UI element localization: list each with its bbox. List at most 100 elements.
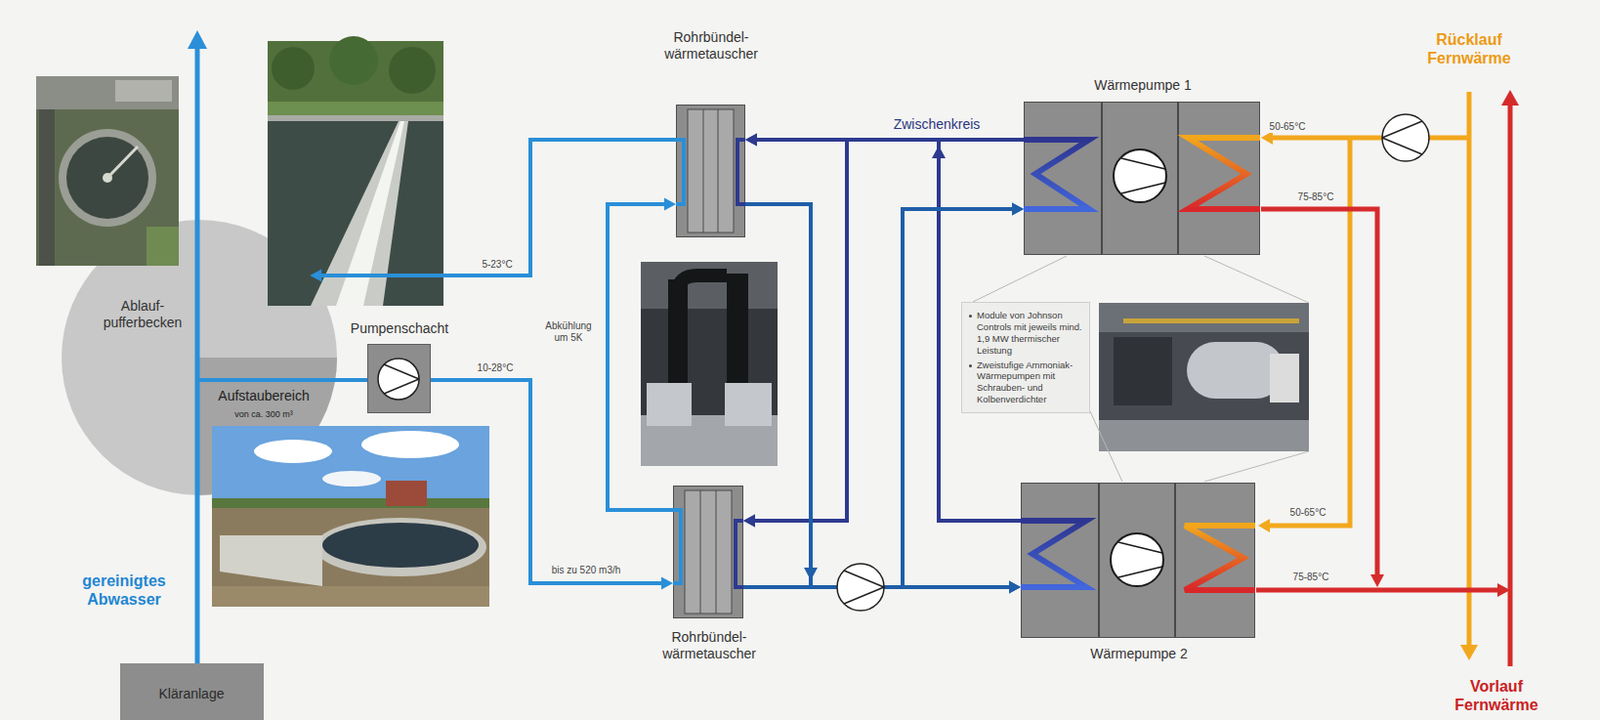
arrow-head	[1009, 581, 1021, 594]
return-pipe	[1271, 135, 1470, 141]
photo-sky	[211, 425, 490, 506]
leader-line	[1204, 451, 1309, 482]
pump-symbol	[843, 587, 885, 604]
leader-line	[972, 255, 1067, 302]
circuit-tube	[735, 520, 744, 588]
aerial-photo	[36, 76, 179, 266]
condenser-coil	[1184, 525, 1256, 590]
pump-symbol	[837, 563, 885, 611]
basin-name: Ablauf- pufferbecken	[103, 297, 183, 332]
plant-box: Kläranlage	[120, 663, 264, 720]
flow-title: Rücklauf Fernwärme	[1427, 30, 1511, 68]
pump-symbol	[843, 570, 885, 588]
condenser-coil	[1187, 137, 1261, 210]
section-divider	[1174, 483, 1177, 637]
photo-ground	[211, 425, 490, 607]
section-divider	[1177, 102, 1179, 254]
tube-sheet	[717, 109, 719, 233]
tube-sheet	[703, 109, 705, 233]
photo-hall	[1098, 302, 1309, 452]
photo-tank	[314, 517, 487, 577]
evaporator-coil	[1020, 520, 1087, 588]
photo-pipe	[726, 273, 749, 397]
arrow-head	[187, 30, 208, 49]
photo-tree	[271, 46, 315, 90]
photo-cloud	[253, 439, 333, 464]
compressor-symbol	[1113, 149, 1167, 203]
photo-building	[115, 80, 172, 102]
photo-hub	[102, 172, 113, 183]
pipe-connector	[309, 139, 676, 283]
compressor-symbol	[1110, 533, 1164, 587]
arrow-head	[743, 514, 756, 528]
leader-line	[1090, 411, 1123, 482]
box-heading: Rohrbündel- wärmetauscher	[664, 29, 758, 63]
heatpump-internals	[1020, 102, 1261, 637]
pipe-connector	[199, 379, 368, 381]
exchanger-photo	[640, 261, 778, 466]
box-heading: Rohrbündel- wärmetauscher	[662, 629, 757, 663]
pump-symbols	[378, 114, 1430, 611]
arrow-head	[803, 567, 818, 581]
arrow-head	[1460, 644, 1478, 661]
photo-foam	[336, 121, 405, 306]
photo-tree	[329, 36, 379, 85]
flow-title: Vorlauf Fernwärme	[1454, 676, 1538, 715]
photo-hall	[640, 261, 778, 466]
photo-wall	[219, 535, 323, 587]
arrow-head	[745, 133, 758, 147]
note-text: Zweistufige Ammoniak- Wärmepumpen mit Sc…	[976, 359, 1084, 407]
photo-tank	[58, 128, 157, 227]
zone-name: Aufstaubereich	[217, 387, 309, 405]
photo-lawn	[146, 226, 179, 266]
pump-symbol	[1382, 137, 1423, 155]
arrow-head	[1370, 574, 1385, 588]
photo-unit	[724, 382, 772, 426]
return-pipe	[1268, 137, 1350, 526]
tube-bundle	[687, 109, 734, 233]
district-heating-pipes	[1256, 89, 1519, 667]
arrow-head	[1261, 130, 1273, 145]
temperature-label: 50-65°C	[1287, 506, 1330, 519]
arrow-head	[1011, 203, 1024, 216]
section-divider	[1097, 483, 1100, 637]
pipe-connector	[430, 379, 674, 590]
compressor-symbol	[1118, 542, 1163, 553]
photo-path	[39, 109, 55, 266]
pipe-connector	[607, 198, 676, 511]
box-heading: Wärmepumpe 2	[1090, 645, 1188, 663]
edge-label: 10-28°C	[474, 362, 517, 375]
pump-symbol	[383, 364, 420, 379]
arrow-head	[1258, 518, 1270, 533]
pump-symbol	[1382, 121, 1423, 138]
supply-pipe	[1256, 588, 1499, 593]
temperature-label: 50-65°C	[1266, 121, 1309, 133]
photo-pipe	[1123, 318, 1300, 324]
photo-road	[36, 76, 179, 110]
photo-unit	[646, 382, 692, 426]
supply-pipe	[1261, 209, 1378, 577]
photo-ceiling	[1098, 302, 1309, 333]
photo-cabinet	[1269, 353, 1300, 403]
water-tube	[675, 139, 684, 205]
photo-cloud	[322, 470, 381, 487]
box-name: Kläranlage	[159, 685, 225, 703]
circuit-tube	[737, 139, 746, 205]
arrow-head	[661, 577, 674, 590]
pump-symbol	[1382, 114, 1430, 162]
edge-label: Zwischenkreis	[890, 116, 984, 133]
photo-hedge	[267, 101, 444, 116]
pipe-line	[430, 379, 664, 584]
pipe-line	[319, 139, 676, 276]
outlet-pipe	[187, 30, 208, 664]
pump-symbol	[378, 358, 420, 400]
flow-rate-label: bis zu 520 m3/h	[548, 564, 625, 577]
pipe-line	[199, 378, 368, 382]
photo-water	[322, 522, 479, 568]
return-pipe	[1467, 91, 1473, 647]
photo-trees	[211, 498, 490, 508]
photo-floor	[1098, 420, 1309, 452]
note-box: Module von Johnson Controls mit jeweils …	[961, 301, 1091, 414]
